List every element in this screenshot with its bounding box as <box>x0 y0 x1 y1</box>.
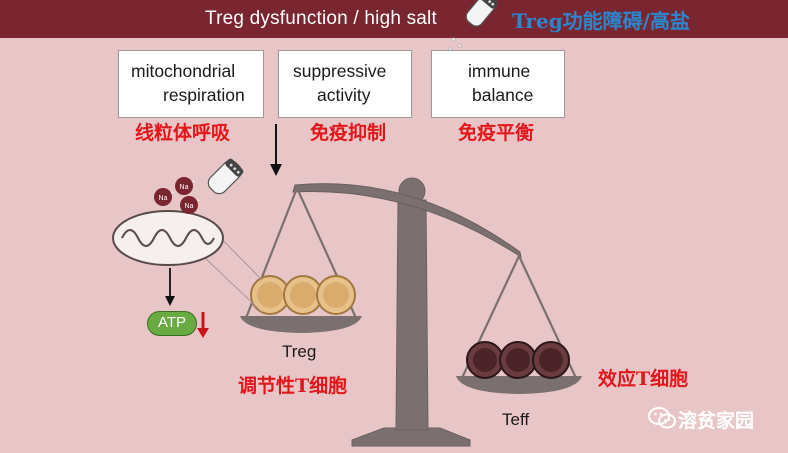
sodium-ion-charge: + <box>171 190 174 196</box>
treg-label: Treg <box>282 342 317 361</box>
box-line: immune <box>468 61 531 81</box>
teff-label-cn: 效应T细胞 <box>598 368 689 390</box>
teff-label: Teff <box>502 410 530 429</box>
box-line: activity <box>317 85 371 105</box>
right-pan <box>456 376 582 394</box>
sodium-ion-label: Na <box>180 184 189 191</box>
atp-badge: ATP <box>147 311 197 336</box>
header-title: Treg dysfunction / high salt <box>205 8 437 29</box>
header-bar <box>0 0 788 38</box>
treg-cell <box>250 275 290 315</box>
sodium-ion-label: Na <box>159 195 168 202</box>
arrow-down-black-icon <box>270 124 282 176</box>
salt-shaker-header-icon <box>465 0 498 27</box>
arrow-to-atp-icon <box>165 268 175 306</box>
teff-cell <box>532 341 570 379</box>
treg-cells <box>250 275 356 315</box>
box-label-cn: 免疫抑制 <box>310 122 387 144</box>
balance-scale <box>292 177 522 447</box>
box-label-cn: 免疫平衡 <box>458 122 535 144</box>
box-line: respiration <box>163 85 245 105</box>
box-line: balance <box>472 85 534 105</box>
box-suppressive-activity: suppressive activity <box>278 50 412 118</box>
treg-cell <box>316 275 356 315</box>
header-title-cn: Treg功能障碍/高盐 <box>512 9 690 33</box>
box-label-cn: 线粒体呼吸 <box>135 122 231 144</box>
treg-cell <box>283 275 323 315</box>
sodium-ion-label: Na <box>185 203 194 210</box>
wechat-icon <box>648 407 676 429</box>
mitochondrion-icon <box>112 210 224 266</box>
teff-cells <box>466 341 570 379</box>
atp-decrease-arrow-icon <box>197 312 209 338</box>
box-line: suppressive <box>293 61 387 81</box>
teff-cell <box>499 341 537 379</box>
sodium-ion-charge: + <box>192 179 195 185</box>
treg-label-cn: 调节性T细胞 <box>238 375 348 397</box>
sodium-ion-icon <box>180 196 198 214</box>
teff-cell <box>466 341 504 379</box>
left-pan <box>240 316 362 333</box>
sodium-ion-charge: + <box>197 198 200 204</box>
sodium-ions: Na Na Na + + + <box>154 177 200 214</box>
box-immune-balance: immune balance <box>431 50 565 118</box>
salt-shaker-icon <box>207 158 244 195</box>
watermark-text: 溶贫家园 <box>678 410 755 432</box>
sodium-ion-icon <box>154 188 172 206</box>
box-mitochondrial-respiration: mitochondrial respiration <box>118 50 264 118</box>
sodium-ion-icon <box>175 177 193 195</box>
box-line: mitochondrial <box>131 61 236 81</box>
